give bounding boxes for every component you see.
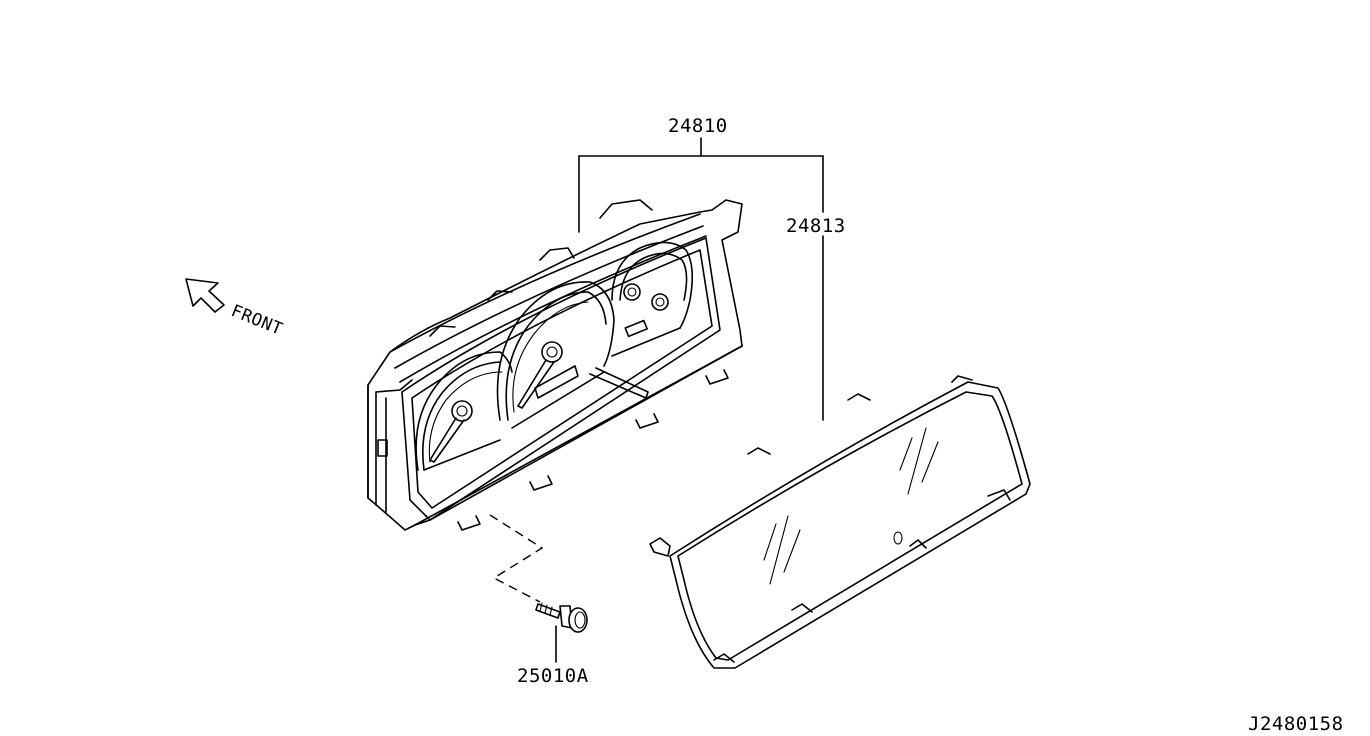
cluster-lens — [649, 375, 1031, 669]
part-label-24813[interactable]: 24813 — [786, 215, 846, 237]
screw-leader — [489, 514, 544, 603]
part-label-24810[interactable]: 24810 — [668, 115, 728, 137]
leader-bracket — [578, 137, 824, 421]
fuel-needle-icon — [623, 283, 641, 301]
tachometer-needle-icon — [429, 400, 473, 463]
speedometer-gauge — [496, 281, 649, 429]
screw-icon — [535, 602, 588, 663]
temp-needle-icon — [651, 293, 669, 311]
front-arrow-icon — [185, 278, 225, 313]
diagram-id: J2480158 — [1248, 713, 1344, 735]
speedometer-needle-icon — [517, 341, 563, 409]
instrument-cluster-assembly — [367, 199, 743, 531]
part-label-25010A[interactable]: 25010A — [517, 665, 589, 687]
tachometer-gauge — [415, 351, 513, 471]
front-label: FRONT — [228, 301, 285, 340]
fuel-temp-gauge — [611, 241, 694, 357]
